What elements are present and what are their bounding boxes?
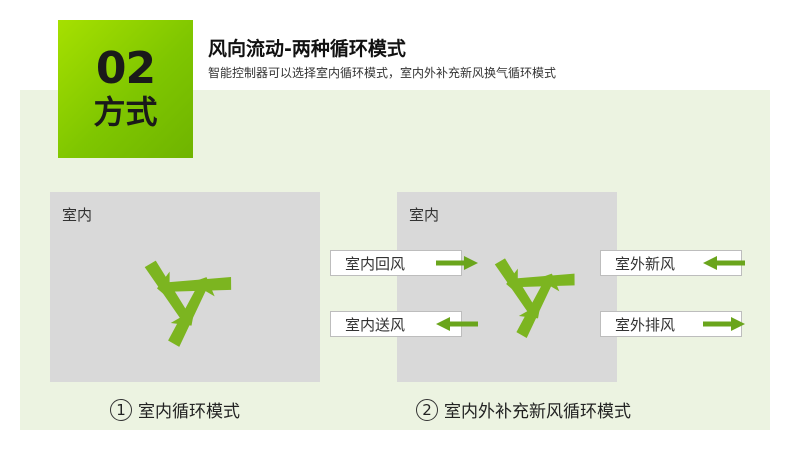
caption-mode-1: 1 室内循环模式 [110, 397, 240, 422]
flow-label: 室外排风 [615, 315, 676, 334]
flow-label: 室内回风 [345, 254, 406, 273]
arrow-left-icon [703, 256, 745, 270]
room-label: 室内 [409, 206, 440, 224]
caption-number: 2 [416, 398, 438, 421]
section-badge: 02 方式 [58, 20, 193, 158]
caption-text: 室内外补充新风循环模式 [444, 402, 631, 422]
page-title: 风向流动-两种循环模式 [208, 38, 406, 60]
room-box-mode-1: 室内 [50, 192, 320, 382]
room-box-mode-2: 室内 [397, 192, 617, 382]
recycle-icon [120, 232, 250, 362]
arrow-right-icon [436, 256, 478, 270]
caption-number: 1 [110, 398, 132, 421]
badge-word: 方式 [93, 93, 158, 132]
caption-text: 室内循环模式 [138, 402, 240, 422]
flow-label: 室外新风 [615, 254, 676, 273]
page-subtitle: 智能控制器可以选择室内循环模式，室内外补充新风换气循环模式 [208, 66, 557, 80]
badge-number: 02 [95, 43, 156, 95]
flow-label: 室内送风 [345, 315, 406, 334]
arrow-right-icon [703, 317, 745, 331]
arrow-left-icon [436, 317, 478, 331]
caption-mode-2: 2 室内外补充新风循环模式 [416, 397, 631, 422]
room-label: 室内 [62, 206, 93, 224]
recycle-icon [472, 232, 592, 352]
